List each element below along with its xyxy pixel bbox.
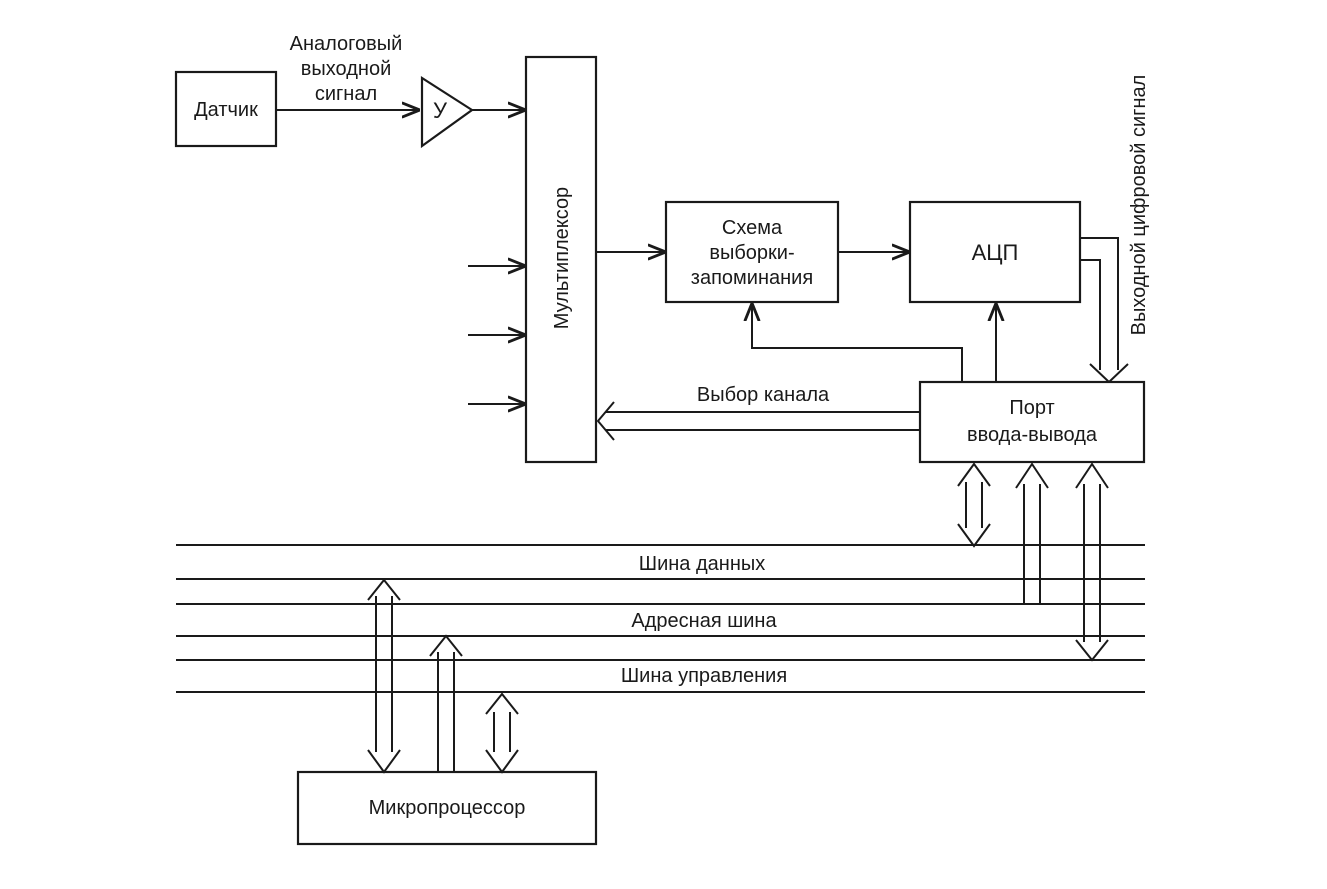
sample-hold-label-2: выборки- [709, 242, 794, 264]
io-port-label-2: ввода-вывода [967, 424, 1098, 446]
control-bus-label: Шина управления [621, 665, 787, 687]
microprocessor-label: Микропроцессор [369, 797, 526, 819]
channel-select-label: Выбор канала [697, 384, 830, 406]
adc-block [908, 200, 1082, 304]
adc-output-arrowhead [1089, 363, 1129, 384]
adc-output-line-inner [1080, 259, 1101, 370]
adc-output-line-outer [1080, 237, 1119, 370]
address-bus-label: Адресная шина [631, 610, 777, 632]
multiplexer-label: Мультиплексор [551, 187, 573, 329]
data-bus-label: Шина данных [639, 553, 765, 575]
amplifier-label: У [433, 98, 448, 123]
amplifier-triangle [420, 75, 474, 149]
io-to-sah-control-arrow [752, 305, 963, 382]
analog-signal-label-1: Аналоговый [290, 33, 403, 55]
io-port-label-1: Порт [1009, 397, 1054, 419]
io-address-bus-connector [1015, 462, 1049, 604]
channel-select-arrowhead [596, 401, 615, 441]
sensor-label: Датчик [194, 99, 258, 121]
cpu-control-bus-connector [485, 692, 519, 774]
sample-hold-label-3: запоминания [691, 267, 813, 289]
analog-signal-label-3: сигнал [315, 83, 377, 105]
multiplexer-block [524, 55, 598, 464]
sensor-block [174, 70, 278, 148]
digital-output-label: Выходной цифровой сигнал [1128, 75, 1150, 336]
cpu-data-bus-connector [367, 578, 401, 774]
io-data-bus-connector [957, 462, 991, 548]
microprocessor-block [296, 770, 598, 846]
adc-label: АЦП [972, 240, 1019, 265]
analog-signal-label-2: выходной [301, 58, 391, 80]
io-port-block [918, 380, 1146, 464]
io-control-bus-connector [1075, 462, 1109, 662]
sample-hold-label-1: Схема [722, 217, 783, 239]
cpu-address-bus-connector [429, 634, 463, 772]
